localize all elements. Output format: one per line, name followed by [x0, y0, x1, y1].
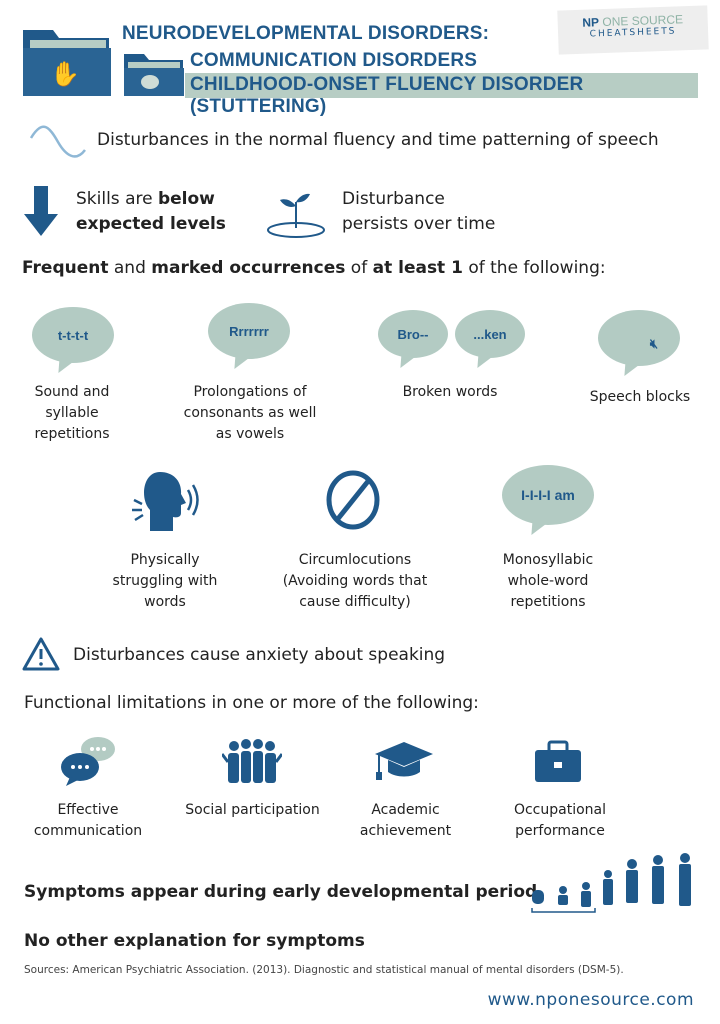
- down-arrow-icon: [24, 186, 58, 236]
- onset-text: Symptoms appear during early development…: [24, 882, 538, 902]
- symptom-bubble: Bro--: [378, 310, 448, 368]
- website-link[interactable]: www.nponesource.com: [487, 990, 694, 1010]
- folder-icon: ✋: [23, 30, 111, 96]
- plant-icon: [267, 193, 325, 238]
- symptom-label: Speech blocks: [589, 389, 691, 405]
- functional-label: Social participation: [185, 802, 320, 818]
- growth-stages-icon: [531, 853, 691, 913]
- symptom-label: Physically struggling with words: [112, 552, 218, 610]
- logo: NP ONE SOURCE CHEATSHEETS: [557, 5, 709, 55]
- title-subcategory: COMMUNICATION DISORDERS: [190, 50, 478, 71]
- title-category: NEURODEVELOPMENTAL DISORDERS:: [122, 23, 490, 44]
- functional-label: Occupational performance: [513, 802, 607, 839]
- symptom-bubble: t-t-t-t: [32, 307, 114, 373]
- anxiety-text: Disturbances cause anxiety about speakin…: [73, 645, 446, 665]
- chat-bubbles-icon: [61, 737, 115, 786]
- mute-icon: 🔇︎: [598, 310, 680, 366]
- intro-text: Disturbances in the normal fluency and t…: [97, 130, 659, 150]
- speaking-head-icon: [132, 472, 199, 531]
- symptom-bubble: 🔇︎: [598, 310, 680, 376]
- frequent-heading: Frequent and marked occurrences of at le…: [22, 258, 606, 278]
- warning-icon: [22, 637, 60, 671]
- graduation-cap-icon: [375, 742, 433, 780]
- folder-speech-icon: [124, 54, 184, 96]
- functional-label: Academic achievement: [359, 802, 452, 839]
- briefcase-icon: [535, 740, 581, 782]
- group-people-icon: [222, 739, 282, 783]
- symptom-label: Prolongations of consonants as well as v…: [183, 384, 317, 442]
- functional-label: Effective communication: [33, 802, 143, 839]
- functional-heading: Functional limitations in one or more of…: [24, 693, 479, 713]
- symptom-label: Circumlocutions (Avoiding words that cau…: [282, 552, 428, 610]
- no-other-text: No other explanation for symptoms: [24, 931, 365, 951]
- symptom-label: Sound and syllable repetitions: [34, 384, 110, 442]
- prohibited-icon: [326, 470, 380, 530]
- symptom-bubble: Rrrrrrr: [208, 303, 290, 369]
- sources-text: Sources: American Psychiatric Associatio…: [24, 964, 624, 976]
- title-disorder: CHILDHOOD-ONSET FLUENCY DISORDER (STUTTE…: [190, 74, 584, 117]
- symptom-bubble: I-I-I-I am: [502, 465, 594, 535]
- wave-icon: [29, 125, 86, 158]
- symptom-label: Broken words: [402, 384, 498, 400]
- svg-text:✋: ✋: [50, 60, 80, 88]
- symptom-bubble: ...ken: [455, 310, 525, 368]
- symptom-label: Monosyllabic whole-word repetitions: [502, 552, 594, 610]
